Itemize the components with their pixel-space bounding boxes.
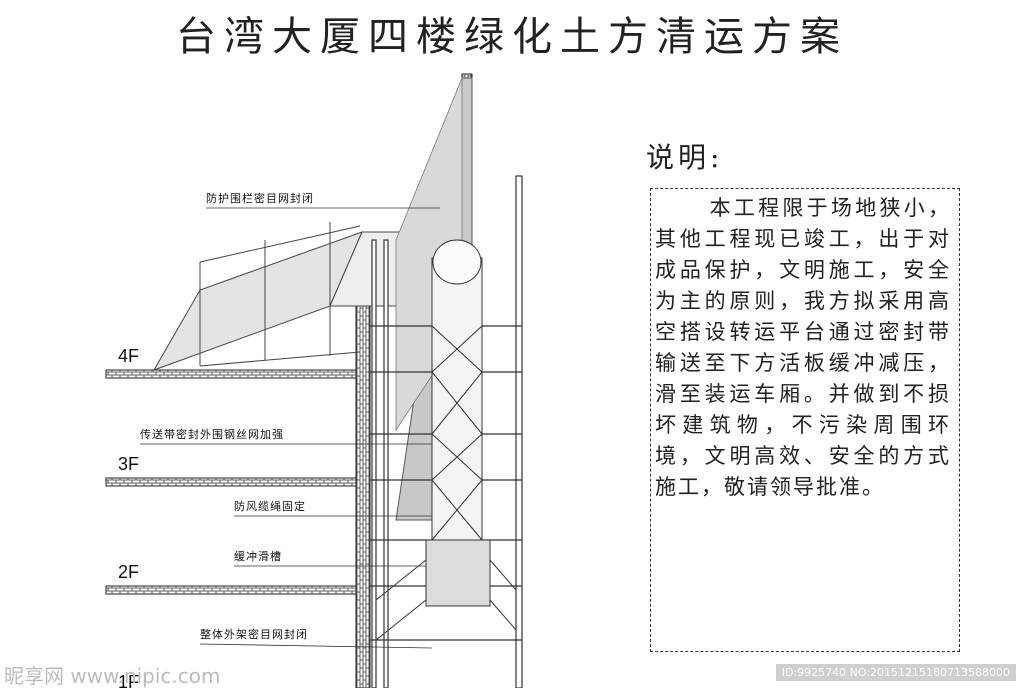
watermark-id: ID:9925740 NO:20151215180713588000 — [775, 664, 1016, 681]
callout-buffer-chute: 缓冲滑槽 — [234, 549, 282, 563]
bottom-braces — [375, 559, 517, 641]
slab-2f — [105, 585, 357, 595]
callout-scaffold-mesh: 整体外架密目网封闭 — [200, 627, 308, 641]
building-wall — [355, 305, 371, 688]
callout-protective-fence: 防护围栏密目网封闭 — [206, 191, 314, 205]
notes-heading: 说明: — [646, 141, 724, 174]
floor-label-4f: 4F — [118, 346, 139, 366]
notes-body: 本工程限于场地狭小，其他工程现已竣工，出于对成品保护，文明施工，安全为主的原则，… — [650, 188, 960, 652]
callout-windproof-cable: 防风缆绳固定 — [234, 499, 306, 513]
leader-scaffold-mesh — [199, 643, 433, 649]
callout-conveyor-sealing: 传送带密封外围钢丝网加强 — [140, 427, 284, 441]
floor-label-2f: 2F — [118, 562, 139, 582]
slab-3f — [105, 477, 357, 487]
vertical-chute — [431, 239, 483, 559]
watermark-logo: 昵享网 www.nipic.com — [4, 664, 221, 688]
page-title: 台湾大厦四楼绿化土方清运方案 — [176, 14, 848, 60]
slab-4f — [105, 369, 357, 379]
floor-label-1f: 1F — [118, 672, 139, 688]
buffer-box — [425, 539, 491, 607]
floor-label-3f: 3F — [118, 454, 139, 474]
floor-slabs — [105, 369, 357, 595]
